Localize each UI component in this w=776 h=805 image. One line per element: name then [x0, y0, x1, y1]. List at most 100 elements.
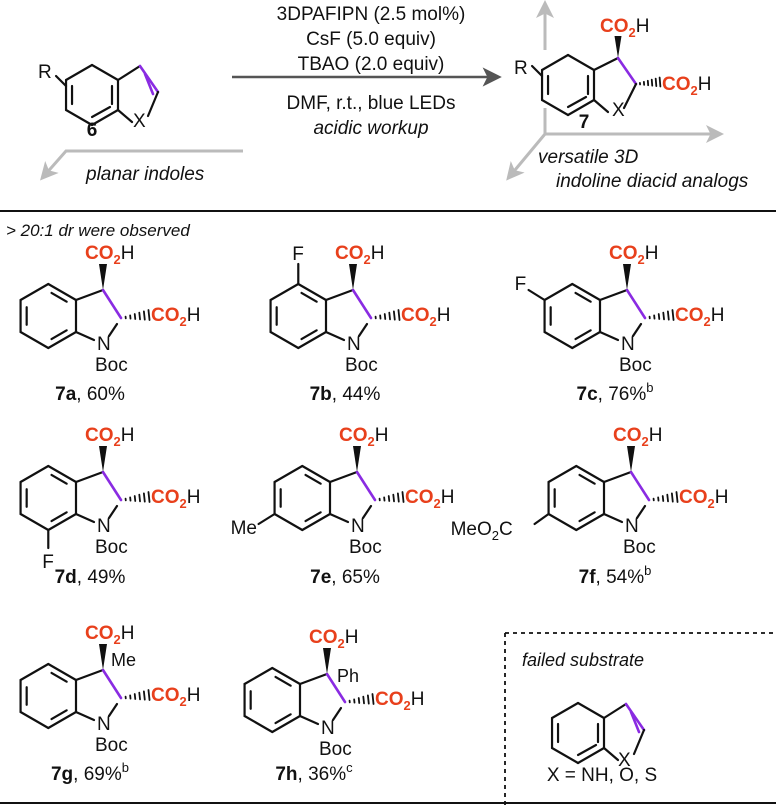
failed-caption: X = NH, O, S — [547, 765, 657, 786]
bond — [50, 329, 68, 341]
hash-bond — [657, 313, 661, 320]
bond — [328, 470, 359, 484]
bond — [576, 701, 606, 720]
hash-bond — [401, 491, 405, 503]
condition-catalyst: 3DPAFIPN (2.5 mol%) — [277, 4, 466, 25]
reactant-id: 6 — [87, 120, 98, 141]
hash-bond — [366, 694, 370, 705]
hash-bond — [142, 310, 146, 321]
wedge-bond — [614, 36, 622, 58]
bond — [540, 98, 570, 117]
alkene-bond — [629, 710, 641, 734]
hash-bond — [396, 492, 400, 503]
bond — [274, 675, 292, 687]
hash-bond — [138, 311, 141, 321]
hash-bond — [147, 689, 151, 701]
fluoro-label: F — [42, 552, 54, 573]
compound-caption: 7g, 69%b — [51, 760, 129, 785]
hash-bond — [142, 690, 146, 701]
methyl-label: Me — [231, 518, 257, 539]
bond — [602, 746, 620, 762]
bond — [566, 98, 596, 117]
bond — [547, 512, 578, 532]
co2h-label: CO2H — [600, 16, 649, 40]
r-group-label: R — [514, 58, 528, 79]
condition-solvent: DMF, r.t., blue LEDs — [287, 93, 456, 114]
bond — [146, 90, 160, 118]
bond — [297, 330, 328, 350]
bond — [622, 82, 638, 110]
bond — [19, 512, 50, 532]
hash-bond — [666, 310, 670, 321]
bond — [257, 512, 276, 526]
dr-note: > 20:1 dr were observed — [6, 221, 190, 240]
bond — [50, 473, 68, 485]
condition-base: CsF (5.0 equiv) — [306, 29, 436, 50]
bond — [566, 95, 588, 109]
bond — [575, 464, 606, 484]
bond — [74, 668, 105, 682]
co2h-label: CO2H — [151, 305, 200, 329]
bond — [301, 512, 332, 532]
bond — [550, 701, 580, 720]
co2h-label: CO2H — [151, 487, 200, 511]
bond — [273, 512, 304, 532]
bond — [598, 330, 620, 342]
boc-label: Boc — [619, 355, 652, 376]
co2h-label: CO2H — [613, 425, 662, 449]
bond — [543, 282, 574, 302]
hash-bond — [662, 311, 665, 321]
nitrogen-label: N — [621, 334, 635, 355]
heteroatom-label: X — [618, 750, 631, 771]
bond — [574, 291, 592, 303]
bond — [64, 108, 94, 127]
compound-caption: 7c, 76%b — [577, 380, 654, 405]
wedge-bond — [99, 446, 107, 472]
wedge-bond — [623, 264, 631, 290]
co2h-label: CO2H — [85, 623, 134, 647]
bond — [54, 74, 68, 88]
bond — [50, 291, 68, 303]
bond — [527, 288, 546, 302]
product-caption-line1: versatile 3D — [538, 147, 639, 168]
new-bond — [101, 288, 123, 320]
bond — [592, 98, 610, 114]
bond — [304, 511, 322, 523]
bond — [116, 64, 142, 82]
bond — [331, 706, 343, 722]
bond — [243, 714, 274, 734]
boc-label: Boc — [95, 537, 128, 558]
condition-workup: acidic workup — [313, 118, 428, 139]
bond — [631, 322, 643, 338]
bond — [269, 282, 300, 302]
hash-bond — [661, 495, 665, 502]
nitrogen-label: N — [97, 334, 111, 355]
fluoro-label: F — [515, 274, 527, 295]
bond — [301, 464, 332, 484]
new-bond — [351, 288, 373, 320]
co2h-label: CO2H — [401, 305, 450, 329]
compound-caption: 7a, 60% — [55, 384, 125, 405]
bond — [298, 672, 329, 686]
bond — [50, 709, 68, 721]
hash-bond — [392, 310, 396, 321]
bond — [273, 464, 304, 484]
compound-caption: 7d, 49% — [55, 567, 126, 588]
hash-bond — [133, 313, 137, 320]
alkene-bond — [143, 72, 155, 96]
co2h-label: CO2H — [85, 243, 134, 267]
co2h-label: CO2H — [609, 243, 658, 267]
bond — [47, 464, 78, 484]
bond — [578, 473, 596, 485]
bond — [107, 504, 119, 520]
nitrogen-label: N — [347, 334, 361, 355]
bond — [47, 330, 78, 350]
failed-title: failed substrate — [522, 650, 644, 670]
bond — [74, 470, 105, 484]
bond — [271, 714, 302, 734]
boc-label: Boc — [319, 739, 352, 760]
hash-bond — [138, 493, 141, 503]
hash-bond — [675, 491, 679, 503]
heteroatom-label: X — [612, 100, 625, 121]
co2h-label: CO2H — [309, 627, 358, 651]
